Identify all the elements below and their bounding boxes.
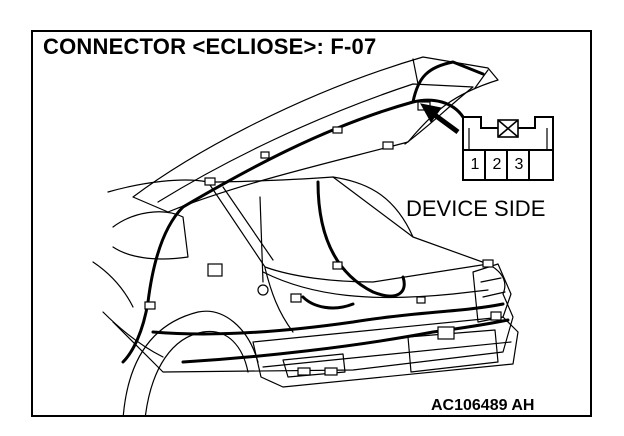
connector-face-icon [462, 116, 554, 181]
x-mark-icon [497, 119, 519, 138]
pin-label-2: 2 [492, 156, 502, 173]
diagram-frame: CONNECTOR <ECLIOSE>: F-07 1 2 3 DEVICE S… [31, 30, 592, 417]
device-side-label: DEVICE SIDE [406, 196, 546, 222]
diagram-title: CONNECTOR <ECLIOSE>: F-07 [41, 34, 381, 60]
harness-body-side [121, 205, 185, 364]
arrow-icon [420, 103, 460, 135]
pin-label-1: 1 [470, 156, 480, 173]
liftgate-outline [132, 56, 499, 213]
car-rear-illustration [92, 56, 554, 415]
wheel-arch [122, 310, 259, 415]
antenna [259, 196, 264, 283]
harness-bumper [181, 318, 510, 364]
body-outline [107, 179, 514, 373]
harness-liftgate [181, 98, 465, 209]
pin-label-3: 3 [514, 156, 524, 173]
harness-rear-floor [151, 302, 505, 336]
liftgate-inner [157, 83, 474, 203]
reference-code: AC106489 AH [431, 397, 535, 415]
